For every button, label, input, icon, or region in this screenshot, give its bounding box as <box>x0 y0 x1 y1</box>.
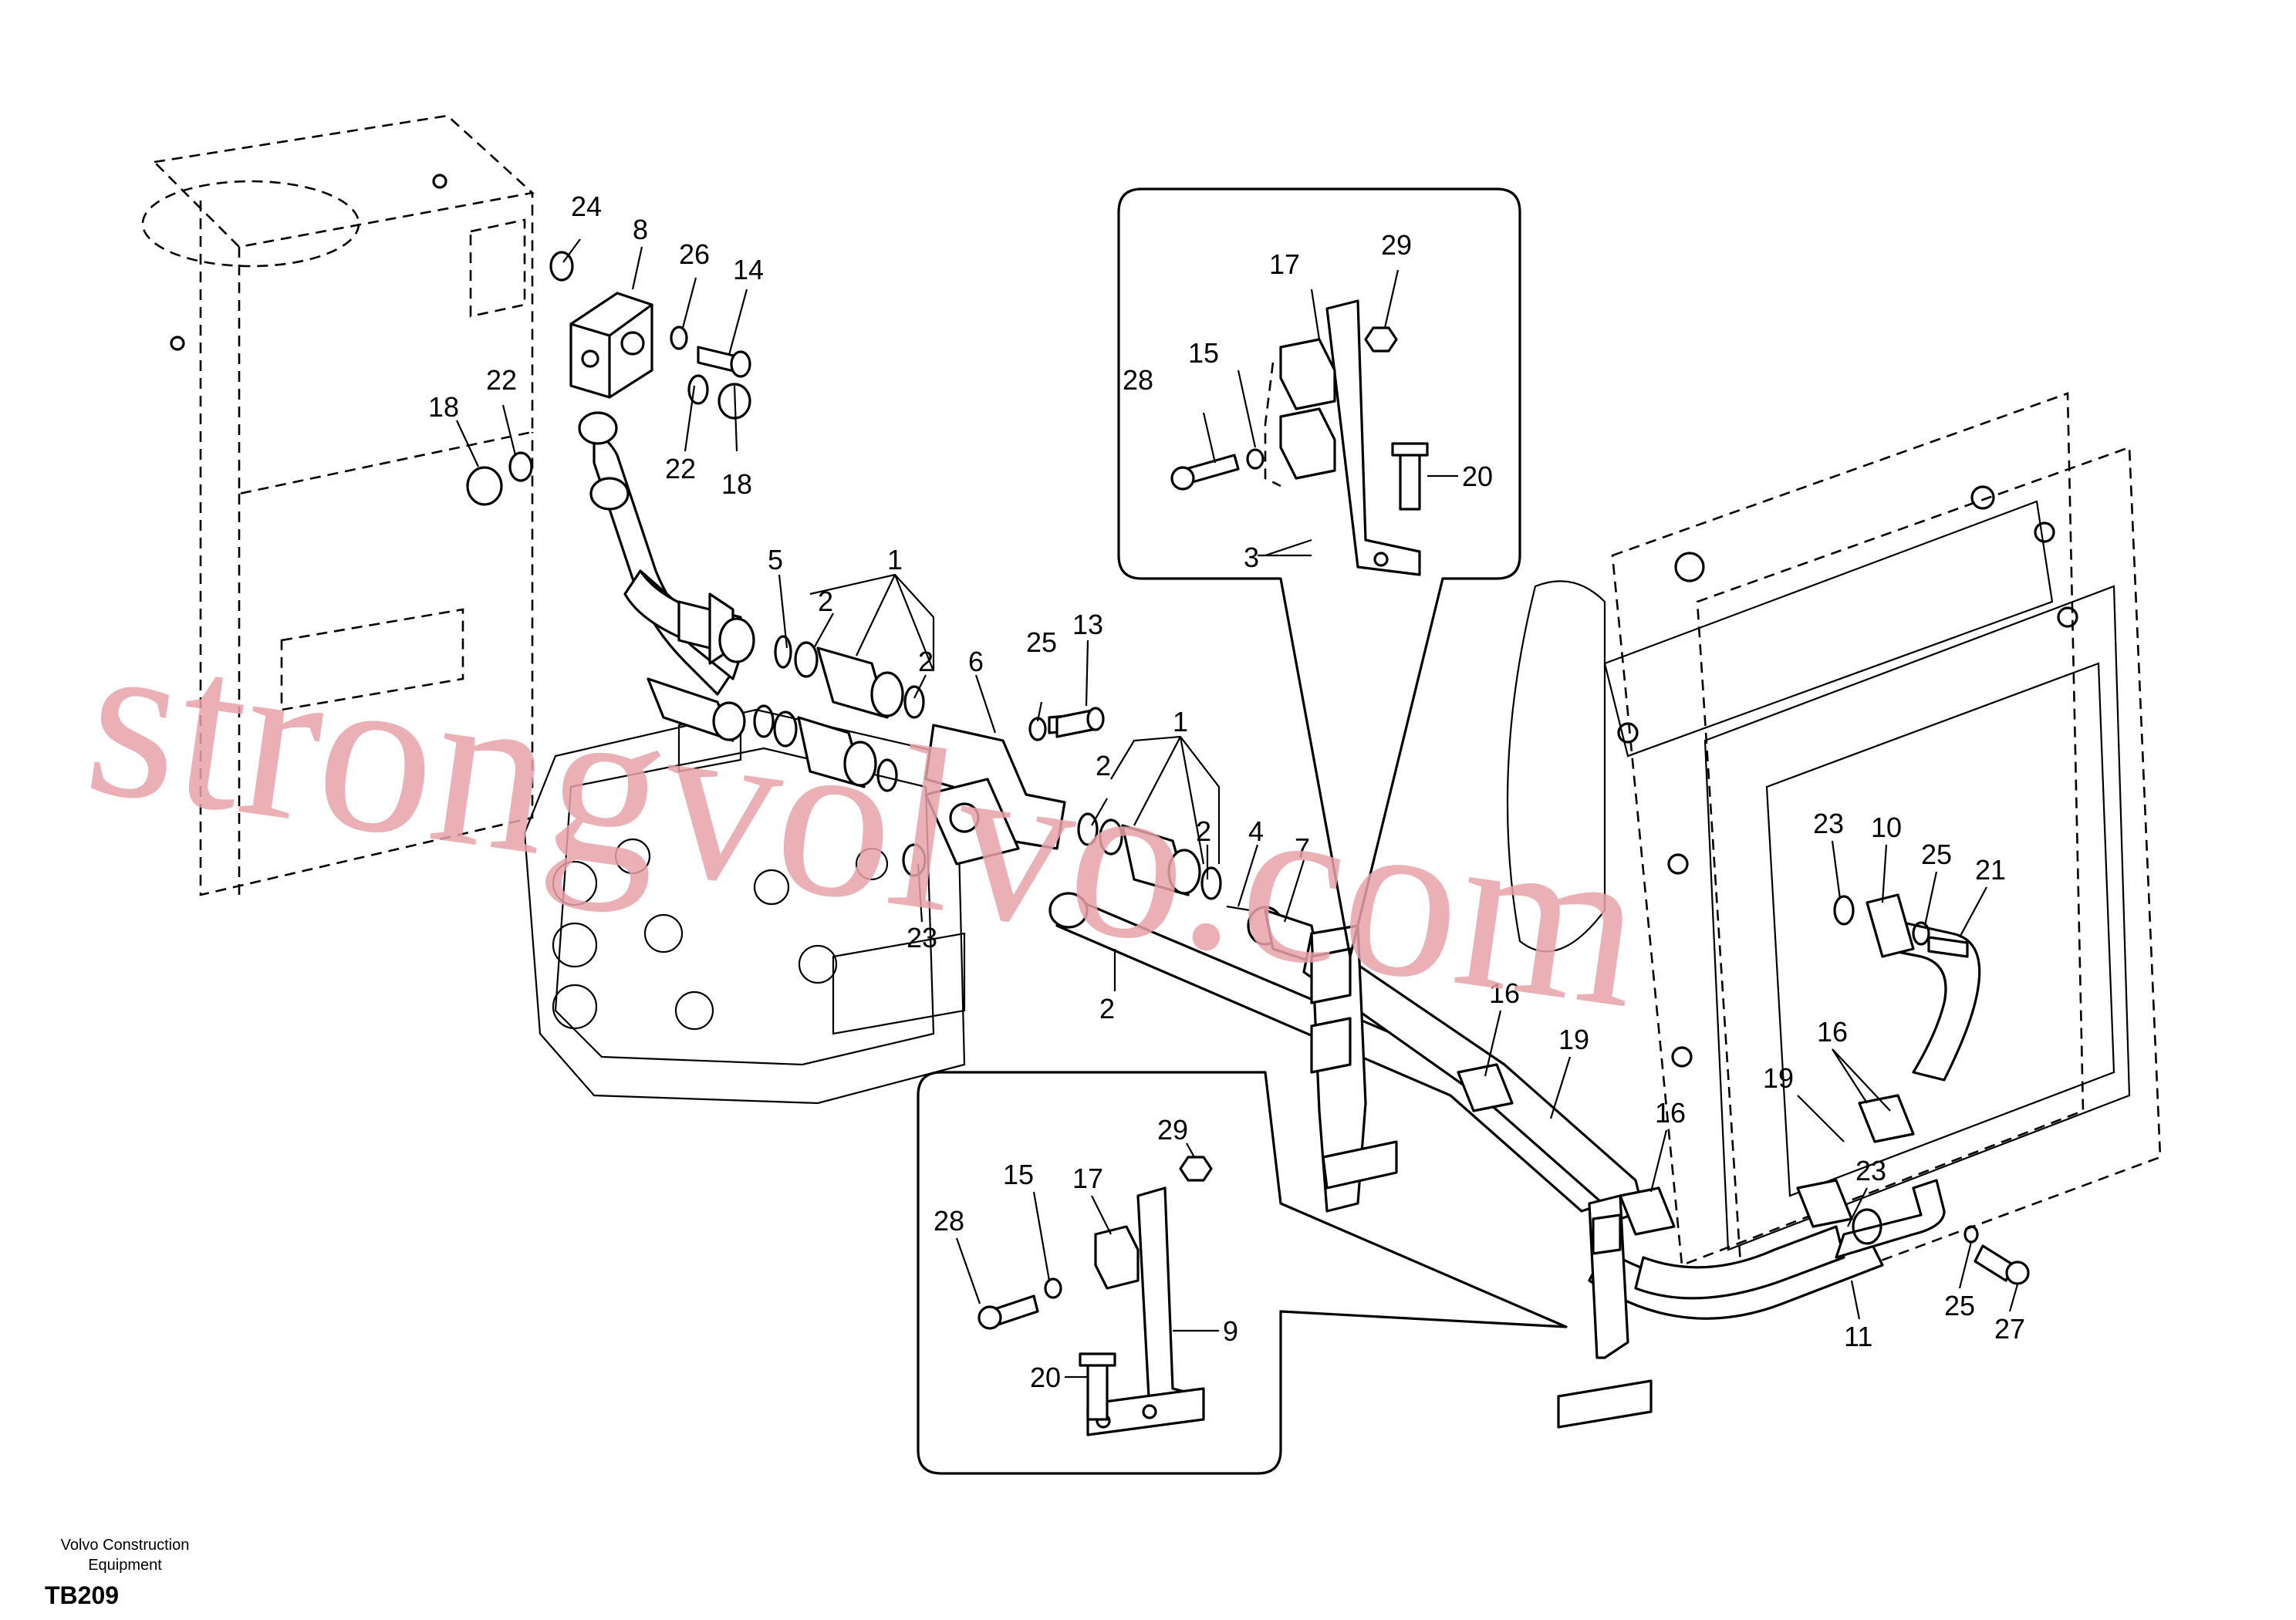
callout-21: 21 <box>1975 854 2006 886</box>
hydraulic-tank <box>141 114 535 896</box>
leader-lines <box>456 238 2019 1379</box>
callout-2-c: 2 <box>1096 750 1111 781</box>
callout-20-detail2: 20 <box>1030 1362 1061 1393</box>
callout-27: 27 <box>1994 1313 2025 1345</box>
callout-17-detail1: 17 <box>1269 248 1300 280</box>
callout-5: 5 <box>768 544 783 575</box>
callout-16-c: 16 <box>1817 1016 1848 1048</box>
callout-14: 14 <box>733 254 764 285</box>
manifold-block <box>549 251 653 399</box>
callout-18-left: 18 <box>428 391 459 423</box>
coupling-set-lower <box>1028 712 1321 966</box>
hose-fittings-16 <box>1457 1063 1915 1245</box>
callout-25-lower: 25 <box>1944 1290 1975 1321</box>
callout-1-lower: 1 <box>1173 706 1188 737</box>
callout-9: 9 <box>1223 1315 1238 1347</box>
callout-23-left: 23 <box>907 922 937 953</box>
callout-7: 7 <box>1295 832 1310 864</box>
callout-22-left: 22 <box>486 364 517 396</box>
watermark-text: strongvolvo.com <box>74 586 1656 1057</box>
tee-fitting <box>902 724 1066 877</box>
callout-labels: 24 8 26 14 22 18 22 18 5 2 1 2 6 25 13 1… <box>428 191 2025 1393</box>
callout-2-b: 2 <box>918 646 934 677</box>
callout-2-e: 2 <box>1099 993 1115 1024</box>
callout-15-detail2: 15 <box>1003 1159 1034 1190</box>
callout-17-detail2: 17 <box>1072 1163 1103 1194</box>
callout-13: 13 <box>1072 609 1103 640</box>
callout-18-right: 18 <box>721 468 752 500</box>
callout-24: 24 <box>571 191 602 222</box>
callout-4: 4 <box>1248 815 1264 847</box>
callout-23-upper-right: 23 <box>1813 808 1844 839</box>
callout-1-upper: 1 <box>887 544 903 575</box>
callout-16-a: 16 <box>1489 977 1520 1009</box>
callout-20-detail1: 20 <box>1462 461 1493 492</box>
bolt-27 <box>1963 1225 2030 1285</box>
callout-11: 11 <box>1844 1321 1872 1352</box>
callout-16-b: 16 <box>1655 1097 1686 1129</box>
callout-22-right: 22 <box>665 453 696 484</box>
clamp-bracket-3-main <box>1310 924 1398 1213</box>
callout-28-detail1: 28 <box>1123 364 1153 396</box>
callout-23-lower-right: 23 <box>1855 1155 1886 1186</box>
callout-8: 8 <box>633 214 648 245</box>
cooler-pipe-10 <box>1833 893 1981 1082</box>
control-valve-block <box>523 708 966 1105</box>
callout-3: 3 <box>1244 542 1259 573</box>
clamp-bracket-9-main <box>1557 1194 1653 1429</box>
callout-28-detail2: 28 <box>934 1205 964 1237</box>
callout-19-a: 19 <box>1558 1024 1589 1055</box>
callout-2-a: 2 <box>818 586 833 617</box>
footer-drawing-code: TB209 <box>45 1581 120 1609</box>
callout-2-d: 2 <box>1196 815 1211 847</box>
callout-15-detail1: 15 <box>1188 337 1219 369</box>
bolt-13 <box>1055 707 1105 738</box>
callout-19-b: 19 <box>1763 1062 1794 1094</box>
oil-cooler <box>1506 392 2162 1313</box>
callout-25-right: 25 <box>1921 839 1952 870</box>
coupling-set-upper <box>753 635 925 792</box>
callout-6: 6 <box>968 646 984 677</box>
detail-view-bracket-9 <box>917 1071 1568 1475</box>
callout-26: 26 <box>679 238 710 270</box>
callout-29-detail2: 29 <box>1157 1114 1188 1146</box>
upper-pipe-assembly <box>578 411 755 742</box>
callout-10: 10 <box>1871 812 1902 843</box>
callout-29-detail1: 29 <box>1381 229 1412 261</box>
footer-company-name: Volvo Construction Equipment <box>60 1537 190 1574</box>
callout-25-upper: 25 <box>1026 626 1057 658</box>
